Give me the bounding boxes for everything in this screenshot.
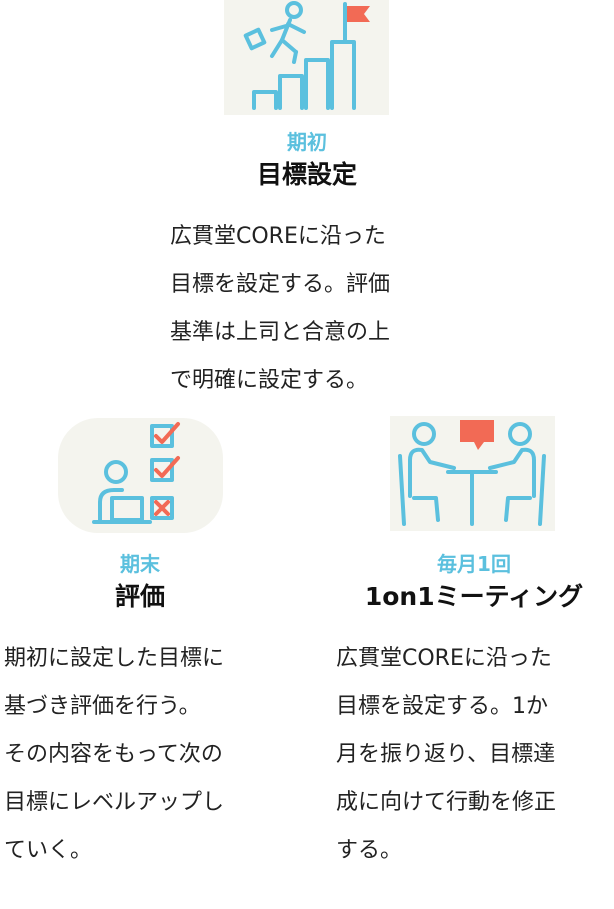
climbing-stairs-flag-icon <box>243 1 370 110</box>
step2-line-1: 期初に設定した目標に <box>4 646 225 671</box>
step2-title: 評価 <box>114 582 165 611</box>
step3-line-4: 成に向けて行動を修正 <box>336 790 557 815</box>
step1-label: 期初 <box>287 130 327 154</box>
meeting-illustration <box>390 416 555 531</box>
step2-line-3: その内容をもって次の <box>4 742 223 767</box>
meeting-speech-bubble-icon <box>398 420 546 526</box>
goal-setting-illustration <box>224 0 389 115</box>
step2-line-2: 基づき評価を行う。 <box>4 694 201 719</box>
checklist-evaluation-icon <box>92 422 180 524</box>
step2-line-5: ていく。 <box>4 838 93 863</box>
step1-description: 広貫堂COREに沿った 目標を設定する。評価 基準は上司と合意の上 で明確に設定… <box>170 213 390 405</box>
step2-description: 期初に設定した目標に 基づき評価を行う。 その内容をもって次の 目標にレベルアッ… <box>4 635 224 875</box>
step1-title: 目標設定 <box>256 160 357 189</box>
step3-line-2: 目標を設定する。1か <box>336 694 548 719</box>
step3-line-3: 月を振り返り、目標達 <box>336 742 556 767</box>
step3-title: 1on1ミーティング <box>364 582 584 611</box>
step1-line-2: 目標を設定する。評価 <box>170 272 391 297</box>
evaluation-illustration <box>58 418 223 533</box>
step1-line-3: 基準は上司と合意の上 <box>170 320 391 345</box>
step3-line-1: 広貫堂COREに沿った <box>336 646 552 671</box>
step3-description: 広貫堂COREに沿った 目標を設定する。1か 月を振り返り、目標達 成に向けて行… <box>336 635 556 875</box>
step2-label: 期末 <box>120 552 160 576</box>
step1-line-4: で明確に設定する。 <box>170 368 369 393</box>
step2-line-4: 目標にレベルアップし <box>4 790 225 815</box>
step3-label: 毎月1回 <box>437 552 511 576</box>
step1-line-1: 広貫堂COREに沿った <box>170 224 386 249</box>
step3-line-5: する。 <box>336 838 403 863</box>
